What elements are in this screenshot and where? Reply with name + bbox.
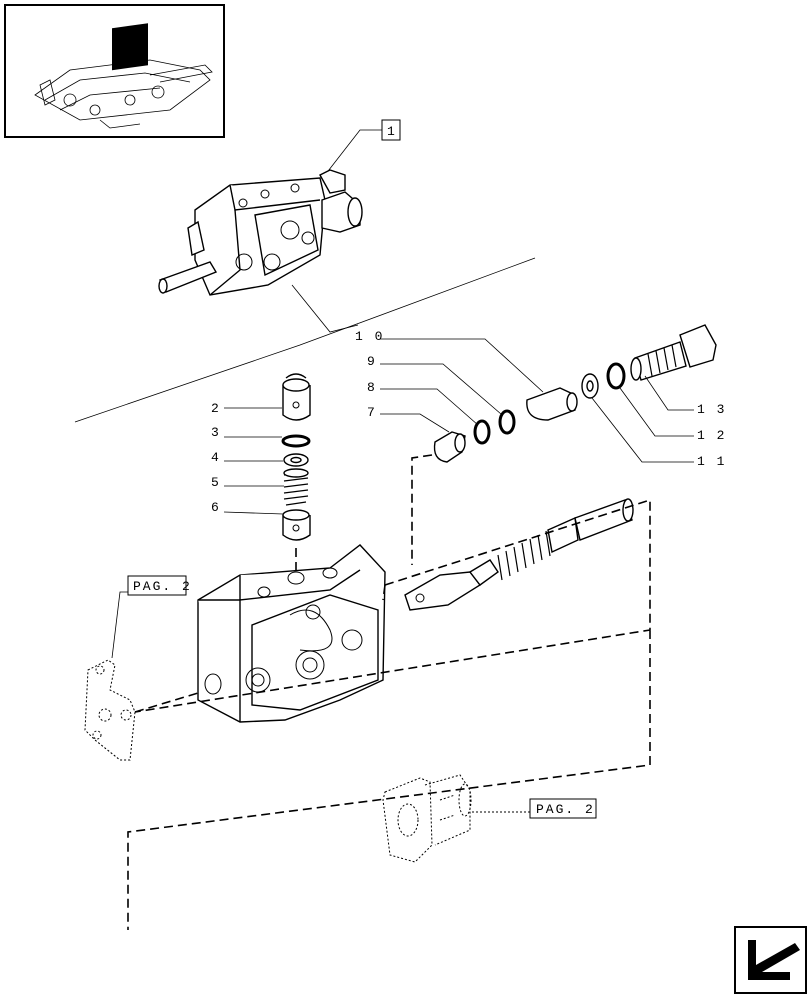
thumbnail-frame[interactable] bbox=[4, 4, 225, 138]
svg-text:1 3: 1 3 bbox=[697, 402, 726, 417]
callout-3[interactable]: 3 bbox=[211, 425, 282, 440]
svg-text:9: 9 bbox=[367, 354, 377, 369]
part-7-plunger bbox=[433, 431, 466, 463]
part-4-washer bbox=[283, 453, 309, 467]
callout-13[interactable]: 1 3 bbox=[644, 375, 726, 417]
tractor-thumbnail-icon bbox=[34, 23, 213, 129]
svg-text:4: 4 bbox=[211, 450, 221, 465]
valve-assembly-drawing bbox=[158, 169, 363, 296]
part-6-poppet bbox=[282, 509, 311, 541]
svg-text:PAG. 2: PAG. 2 bbox=[133, 579, 192, 594]
svg-text:3: 3 bbox=[211, 425, 221, 440]
svg-text:1 1: 1 1 bbox=[697, 454, 726, 469]
callout-10[interactable]: 1 0 bbox=[355, 329, 544, 393]
callout-7[interactable]: 7 bbox=[367, 405, 450, 433]
callout-6[interactable]: 6 bbox=[211, 500, 284, 515]
callout-9[interactable]: 9 bbox=[367, 354, 502, 415]
previous-page-arrow-icon[interactable] bbox=[734, 926, 807, 994]
callout-pag-right[interactable]: PAG. 2 bbox=[470, 798, 597, 819]
svg-text:5: 5 bbox=[211, 475, 221, 490]
callout-2[interactable]: 2 bbox=[211, 401, 282, 416]
svg-text:7: 7 bbox=[367, 405, 377, 420]
part-12-o-ring bbox=[606, 362, 626, 390]
axis-line-horizontal bbox=[411, 454, 433, 565]
part-5-spring bbox=[283, 468, 309, 506]
callout-pag-left[interactable]: PAG. 2 bbox=[111, 575, 192, 659]
valve-body-section bbox=[197, 544, 386, 723]
assembly-dash-frame bbox=[127, 498, 651, 930]
view-separator-line bbox=[74, 257, 536, 423]
callout-12[interactable]: 1 2 bbox=[619, 387, 726, 443]
part-2-plug bbox=[282, 373, 311, 421]
part-13-screw bbox=[630, 324, 717, 381]
part-10-seat bbox=[526, 387, 578, 421]
callout-1[interactable]: 1 bbox=[324, 119, 401, 176]
callout-11[interactable]: 1 1 bbox=[591, 397, 726, 469]
svg-text:1 2: 1 2 bbox=[697, 428, 726, 443]
svg-text:1 0: 1 0 bbox=[355, 329, 384, 344]
lever-linkage-dotted bbox=[84, 659, 199, 761]
svg-text:8: 8 bbox=[367, 380, 377, 395]
part-9-o-ring bbox=[498, 409, 516, 435]
cover-flange-dotted bbox=[382, 774, 472, 863]
part-8-circlip bbox=[473, 419, 491, 445]
part-3-o-ring bbox=[281, 434, 311, 448]
svg-text:6: 6 bbox=[211, 500, 221, 515]
svg-text:PAG. 2: PAG. 2 bbox=[536, 802, 595, 817]
callout-1-label: 1 bbox=[387, 124, 397, 139]
callout-5[interactable]: 5 bbox=[211, 475, 284, 490]
callout-8[interactable]: 8 bbox=[367, 380, 479, 426]
part-11-washer bbox=[581, 373, 599, 399]
callout-4[interactable]: 4 bbox=[211, 450, 283, 465]
svg-text:2: 2 bbox=[211, 401, 221, 416]
